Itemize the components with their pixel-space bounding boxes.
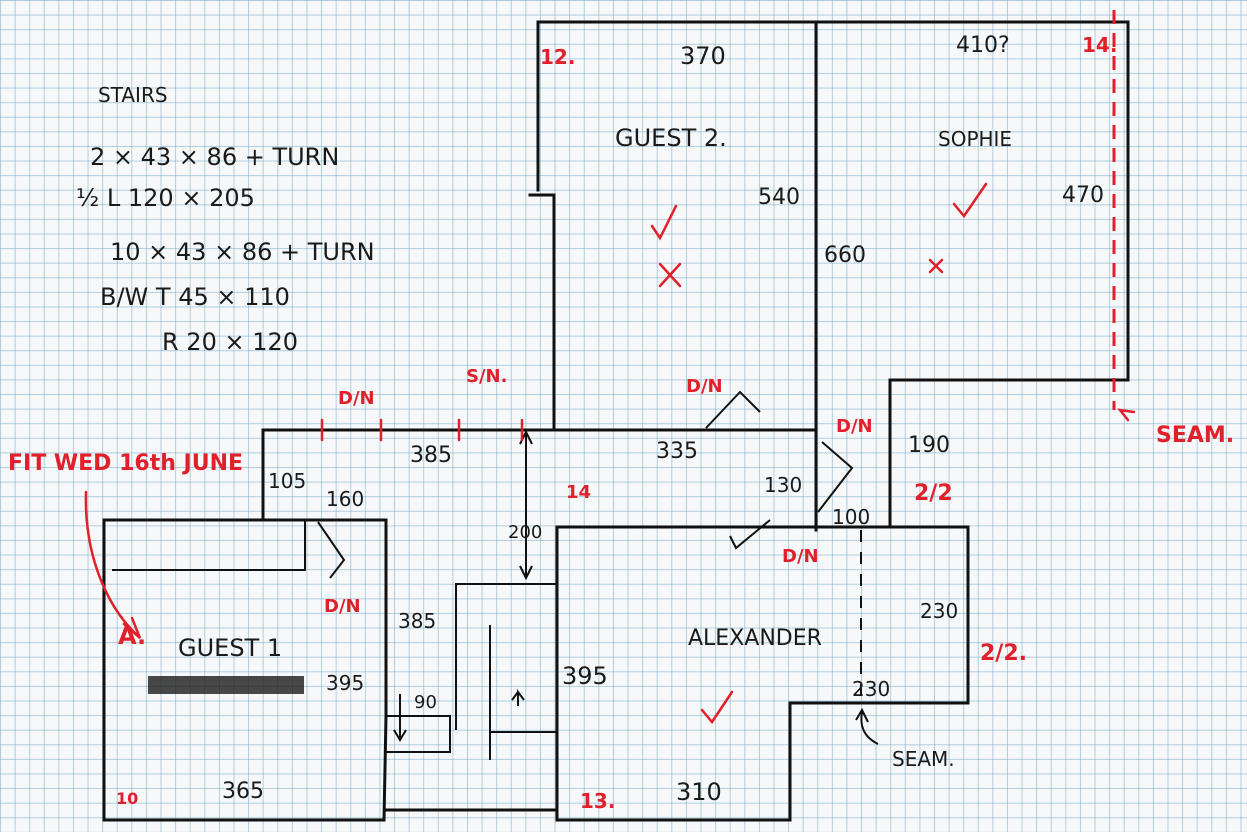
room-guest2: 12. 370 GUEST 2. 540 [540, 42, 800, 288]
landing-depth-left: 105 [268, 469, 306, 493]
stair-width: 90 [414, 692, 437, 713]
alexander-height: 395 [562, 662, 608, 690]
landing: D/N S/N. D/N D/N 385 335 105 160 130 14 [268, 366, 873, 511]
room-guest1: A. GUEST 1 395 365 10 [116, 622, 364, 808]
ref-10: 10 [116, 789, 138, 808]
seam-arrow-icon [1117, 408, 1136, 422]
half-label-2: 2/2. [980, 641, 1027, 666]
guest1-height: 395 [326, 671, 364, 695]
stairs-line-5: R 20 × 120 [162, 328, 298, 356]
landing-walls [261, 428, 818, 519]
guest1-width: 365 [222, 779, 264, 804]
label-dn-3: D/N [686, 376, 723, 397]
label-dn-2: S/N. [466, 366, 507, 387]
sophie-name: SOPHIE [938, 127, 1012, 151]
sophie-left-height: 660 [824, 243, 866, 268]
side-strip: 190 2/2 100 [832, 433, 953, 529]
door-swing-arrow-icon [317, 390, 854, 742]
sophie-walls [814, 20, 1130, 529]
stair-drop: 200 [508, 522, 542, 543]
guest1-wardrobe [112, 520, 306, 571]
sophie-width: 410? [956, 33, 1010, 58]
alexander-right-top: 230 [920, 599, 958, 623]
seam-labels: SEAM. SEAM. [855, 408, 1234, 771]
alexander-walls [555, 525, 970, 822]
label-dn-6: D/N [782, 546, 819, 567]
landing-inner: 160 [326, 487, 364, 511]
alexander-name: ALEXANDER [688, 626, 822, 651]
alexander-right-bottom: 230 [852, 677, 890, 701]
guest2-walls [536, 20, 818, 532]
guest2-left-jog [528, 193, 556, 432]
ref-14-top: 14. [1082, 33, 1117, 57]
landing-depth-right: 130 [764, 473, 802, 497]
seam-arrow-icon [855, 707, 879, 745]
scribbled-out-word [148, 676, 304, 694]
stairs-line-2: ½ L 120 × 205 [76, 184, 255, 212]
note-pointer-arrow [84, 490, 142, 639]
guest1-walls [102, 518, 388, 822]
guest2-name: GUEST 2. [615, 124, 727, 152]
seam-label: SEAM. [892, 747, 955, 771]
stairs-notes: STAIRS 2 × 43 × 86 + TURN ½ L 120 × 205 … [76, 83, 375, 356]
cross-icon [928, 258, 944, 274]
guest2-height: 540 [758, 185, 800, 210]
landing-tick-marks [320, 418, 524, 442]
guest2-width: 370 [680, 42, 726, 70]
stairs-line-1: 2 × 43 × 86 + TURN [90, 143, 339, 171]
ref-13: 13. [580, 789, 615, 813]
label-dn-5: D/N [324, 596, 361, 617]
stair-area: 200 385 90 D/N [324, 522, 542, 713]
stairs-heading: STAIRS [98, 83, 168, 107]
walls [102, 20, 1130, 822]
room-sophie: 410? 14. SOPHIE 470 660 [824, 33, 1117, 274]
cross-icon [658, 262, 682, 288]
stairs-line-3: 10 × 43 × 86 + TURN [110, 238, 375, 266]
tick-icon [650, 204, 678, 241]
landing-left-length: 385 [410, 443, 452, 468]
ref-14-landing: 14 [566, 482, 591, 503]
label-dn-4: D/N [836, 416, 873, 437]
stair-length: 385 [398, 609, 436, 633]
side-upper: 190 [908, 433, 950, 458]
tick-icon [952, 182, 988, 219]
stairs-line-4: B/W T 45 × 110 [100, 283, 290, 311]
ref-12: 12. [540, 45, 575, 69]
tick-icon [700, 690, 734, 725]
half-label-1: 2/2 [914, 481, 953, 506]
landing-right-length: 335 [656, 439, 698, 464]
seam-label-red: SEAM. [1156, 423, 1234, 448]
guest1-name: GUEST 1 [178, 634, 282, 662]
guest1-marker: A. [118, 622, 146, 650]
alexander-width: 310 [676, 778, 722, 806]
sophie-height: 470 [1062, 183, 1104, 208]
room-alexander: D/N ALEXANDER 230 230 2/2. 395 310 13. [562, 546, 1027, 813]
fit-date-note: FIT WED 16th JUNE [8, 451, 243, 476]
side-lower: 100 [832, 505, 870, 529]
label-dn-1: D/N [338, 388, 375, 409]
stair-well [384, 583, 558, 812]
